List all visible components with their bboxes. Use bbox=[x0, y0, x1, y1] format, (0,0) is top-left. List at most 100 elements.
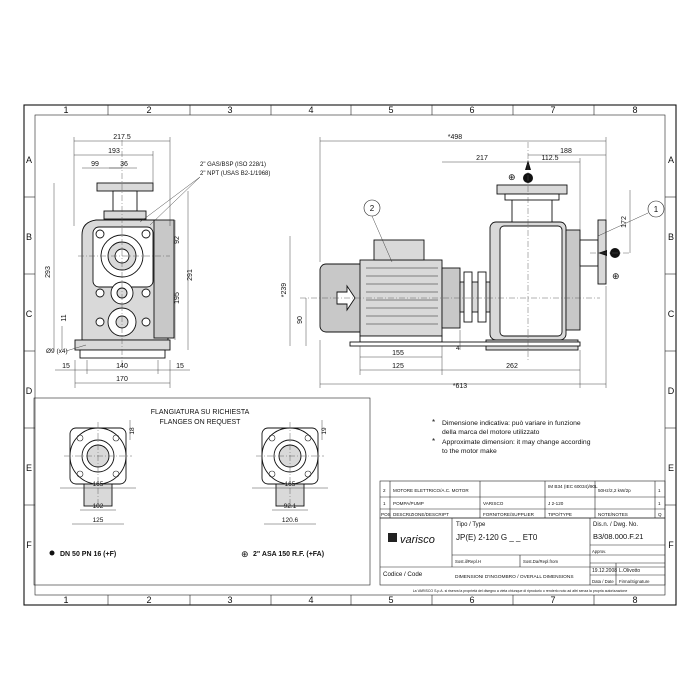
row-label-e-right: E bbox=[668, 463, 674, 473]
col-label-7: 7 bbox=[550, 105, 555, 115]
col-label-4: 4 bbox=[308, 105, 313, 115]
note-it-1: Dimensione indicativa: può variare in fu… bbox=[442, 420, 581, 427]
dim-613: *613 bbox=[453, 383, 468, 390]
flange-din-caption: DN 50 PN 16 (+F) bbox=[60, 551, 116, 558]
col-label-6b: 6 bbox=[469, 595, 474, 605]
dim-293: 293 bbox=[45, 266, 52, 278]
row1-type: J 2-120 bbox=[548, 501, 564, 506]
dim-125: 125 bbox=[392, 363, 404, 370]
flange-asa-d92-1: 92.1 bbox=[284, 503, 297, 510]
hole-note: Ø9 (x4) bbox=[46, 348, 68, 355]
col-label-2b: 2 bbox=[146, 595, 151, 605]
dim-4: 4 bbox=[456, 345, 460, 352]
flanges-box: FLANGIATURA SU RICHIESTA FLANGES ON REQU… bbox=[33, 397, 371, 586]
row1-desc: POMPA/PUMP bbox=[393, 501, 424, 506]
note-star-1: * bbox=[432, 418, 435, 427]
copyright-note: La VARISCO S.p.A. si riserva la propriet… bbox=[413, 589, 628, 593]
dim-15-right: 15 bbox=[176, 363, 184, 370]
col-label-8b: 8 bbox=[632, 595, 637, 605]
row-label-c: C bbox=[26, 309, 33, 319]
date-value: 19.12.2008 bbox=[592, 568, 617, 574]
dim-170: 170 bbox=[116, 376, 128, 383]
row1-supplier: VARISCO bbox=[483, 501, 504, 506]
asa-marker-top: ⊕ bbox=[508, 173, 516, 183]
row-label-b-right: B bbox=[668, 232, 674, 242]
approv-label: Approv. bbox=[592, 549, 606, 554]
dim-291: 291 bbox=[187, 269, 194, 281]
dim-92: 92 bbox=[174, 236, 181, 244]
row2-note: 50Hz/2,2 kW/2p bbox=[598, 488, 631, 493]
row2-type: IM B34 (IEC 60034)/90L bbox=[548, 484, 598, 489]
dim-36: 36 bbox=[120, 161, 128, 168]
flange-asa-d19: 19 bbox=[321, 427, 328, 435]
row-label-f: F bbox=[26, 540, 32, 550]
flange-asa-d165: 165 bbox=[285, 481, 296, 488]
row-label-d: D bbox=[26, 386, 33, 396]
dim-262: 262 bbox=[506, 363, 518, 370]
row-label-c-right: C bbox=[668, 309, 675, 319]
col-label-1: 1 bbox=[63, 105, 68, 115]
dim-90: 90 bbox=[297, 316, 304, 324]
dwg-label: Dis.n. / Dwg. No. bbox=[593, 522, 638, 528]
col-label-5b: 5 bbox=[388, 595, 393, 605]
dwg-value: B3/08.000.F.21 bbox=[593, 532, 643, 541]
signature-value: L.Olivotto bbox=[619, 568, 640, 574]
date-label: Data / Date bbox=[592, 579, 614, 584]
flange-din: 18 165 102 125 DN 50 PN 16 (+F) bbox=[49, 420, 136, 558]
flange-din-d125: 125 bbox=[93, 517, 104, 524]
row-label-d-right: D bbox=[668, 386, 675, 396]
dim-239: *239 bbox=[281, 283, 288, 298]
connection-note-npt: 2" NPT (USAS B2-1/1968) bbox=[200, 171, 270, 177]
flanges-title-en: FLANGES ON REQUEST bbox=[160, 419, 242, 426]
flange-asa-caption: 2" ASA 150 R.F. (+FA) bbox=[253, 551, 324, 558]
flange-din-d165: 165 bbox=[93, 481, 104, 488]
sost-da-label: Sost.Da/Repl.from bbox=[523, 559, 559, 564]
row-label-a: A bbox=[26, 155, 32, 165]
asa-symbol-icon: ⊕ bbox=[241, 550, 249, 560]
dim-155: 155 bbox=[392, 350, 404, 357]
dim-15-left: 15 bbox=[62, 363, 70, 370]
flange-asa: 19 165 92.1 120.6 ⊕ 2" ASA 150 R.F. (+FA… bbox=[241, 420, 328, 560]
description-value: DIMENSIONI D'INGOMBRO / OVERALL DIMENSIO… bbox=[455, 574, 574, 580]
col-label-5: 5 bbox=[388, 105, 393, 115]
dim-140: 140 bbox=[116, 363, 128, 370]
dim-217-5: 217.5 bbox=[113, 134, 131, 141]
col-label-6: 6 bbox=[469, 105, 474, 115]
note-star-2: * bbox=[432, 437, 435, 446]
note-en-1: Approximate dimension: it may change acc… bbox=[442, 439, 591, 446]
row-label-b: B bbox=[26, 232, 32, 242]
header-type: TIPO/TYPE bbox=[548, 512, 572, 517]
dim-217: 217 bbox=[476, 155, 488, 162]
balloon-2: 2 bbox=[370, 204, 375, 213]
note-en-2: to the motor make bbox=[442, 448, 497, 455]
flanges-title-it: FLANGIATURA SU RICHIESTA bbox=[151, 409, 250, 416]
connection-note-bsp: 2" GAS/BSP (ISO 228/1) bbox=[200, 162, 266, 168]
row2-desc: MOTORE ELETTRICO/A.C. MOTOR bbox=[393, 488, 469, 493]
row2-qty: 1 bbox=[658, 488, 661, 493]
row-label-e: E bbox=[26, 463, 32, 473]
dim-112-5: 112.5 bbox=[542, 155, 559, 162]
flange-asa-d120-6: 120.6 bbox=[282, 517, 299, 524]
col-label-3: 3 bbox=[227, 105, 232, 115]
dim-11: 11 bbox=[61, 314, 68, 321]
front-view: 217.5 193 99 36 92 195 291 293 11 15 140… bbox=[45, 134, 270, 388]
sost-il-label: Sost.il/Repl.H bbox=[455, 559, 481, 564]
tipo-label: Tipo / Type bbox=[456, 522, 486, 528]
title-block: varisco Tipo / Type JP(E) 2-120 G _ _ ET… bbox=[379, 517, 666, 593]
header-note: NOTE/NOTES bbox=[598, 512, 628, 517]
dim-498: *498 bbox=[448, 134, 463, 141]
header-supplier: FORNITORE/SUPPLIER bbox=[483, 512, 535, 517]
col-label-4b: 4 bbox=[308, 595, 313, 605]
brand-logo: varisco bbox=[400, 534, 435, 546]
notes: * Dimensione indicativa: può variare in … bbox=[432, 418, 591, 455]
dim-193: 193 bbox=[108, 148, 120, 155]
header-desc: DESCRIZIONE/DESCRIPT bbox=[393, 512, 449, 517]
tipo-value: JP(E) 2-120 G _ _ ET0 bbox=[456, 533, 538, 542]
row-label-f-right: F bbox=[668, 540, 674, 550]
side-view: ⊕ ⊕ *498 188 217 112.5 172 *239 90 bbox=[281, 134, 665, 390]
parts-table: 2 MOTORE ELETTRICO/A.C. MOTOR IM B34 (IE… bbox=[379, 480, 666, 519]
dim-172: 172 bbox=[621, 216, 628, 228]
row1-qty: 1 bbox=[658, 501, 661, 506]
dim-188: 188 bbox=[560, 148, 572, 155]
